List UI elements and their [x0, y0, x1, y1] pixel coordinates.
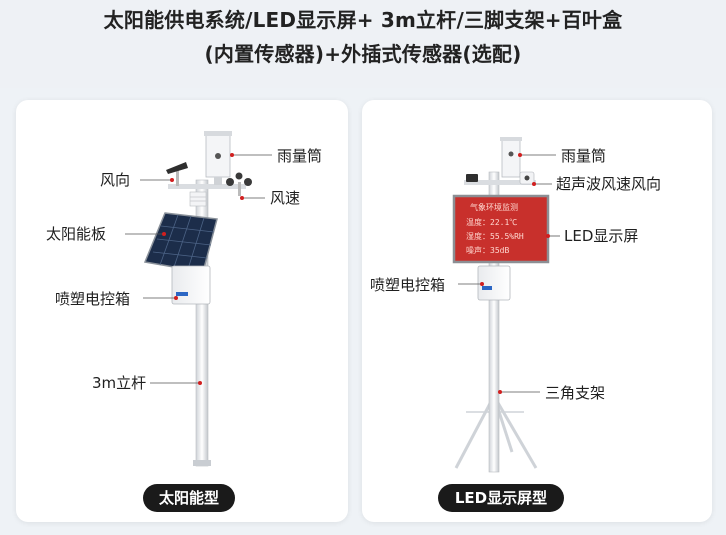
led-screen-row-humidity: 湿度：55.5%RH: [466, 231, 524, 241]
right-crossarm: [464, 180, 536, 185]
led-screen: 气象环境监测 温度：22.1℃ 湿度：55.5%RH 噪声：35dB: [452, 194, 550, 264]
label-left-rain-gauge: 雨量筒: [277, 147, 323, 165]
right-control-box: [477, 265, 511, 301]
solar-type-panel: [16, 100, 348, 522]
led-type-pill: LED显示屏型: [438, 484, 564, 512]
left-crossarm: [168, 184, 246, 189]
left-anemometer: [226, 172, 252, 196]
solar-type-pill: 太阳能型: [143, 484, 235, 512]
led-screen-row-noise: 噪声：35dB: [466, 245, 509, 255]
label-right-control-box: 喷塑电控箱: [370, 276, 446, 294]
right-rain-gauge: [500, 137, 522, 178]
left-pole-base: [193, 460, 211, 466]
label-left-control-box: 喷塑电控箱: [55, 290, 131, 308]
left-leader-dots: [162, 153, 244, 385]
led-screen-row-temp: 温度：22.1℃: [466, 217, 517, 227]
label-left-pole: 3m立杆: [92, 374, 147, 392]
left-louver-box: [189, 191, 207, 207]
led-type-panel: [362, 100, 712, 522]
left-wind-vane: [166, 162, 188, 186]
right-leader-lines: [458, 154, 560, 393]
label-left-wind-speed: 风速: [270, 189, 301, 207]
label-right-rain-gauge: 雨量筒: [561, 147, 607, 165]
label-left-wind-direction: 风向: [100, 171, 131, 189]
right-leader-dots: [480, 153, 550, 394]
label-left-solar-panel: 太阳能板: [46, 225, 107, 243]
label-right-led-screen: LED显示屏: [564, 227, 639, 245]
left-control-box: [171, 265, 211, 305]
left-rain-gauge: [204, 131, 232, 185]
page-title: 太阳能供电系统/LED显示屏+ 3m立杆/三脚支架+百叶盒: [103, 8, 623, 32]
left-leader-lines: [125, 154, 272, 384]
header-banner: 太阳能供电系统/LED显示屏+ 3m立杆/三脚支架+百叶盒 (内置传感器)+外插…: [0, 0, 726, 88]
page-subtitle: (内置传感器)+外插式传感器(选配): [204, 42, 522, 66]
solar-station: [143, 131, 252, 467]
right-pole: [488, 171, 500, 473]
right-ultrasonic-sensor: [466, 171, 535, 185]
label-right-tripod: 三角支架: [545, 384, 606, 402]
led-station: 气象环境监测 温度：22.1℃ 湿度：55.5%RH 噪声：35dB: [452, 137, 550, 473]
led-screen-title: 气象环境监测: [470, 202, 518, 212]
label-right-ultrasonic-wind: 超声波风速风向: [556, 175, 662, 193]
